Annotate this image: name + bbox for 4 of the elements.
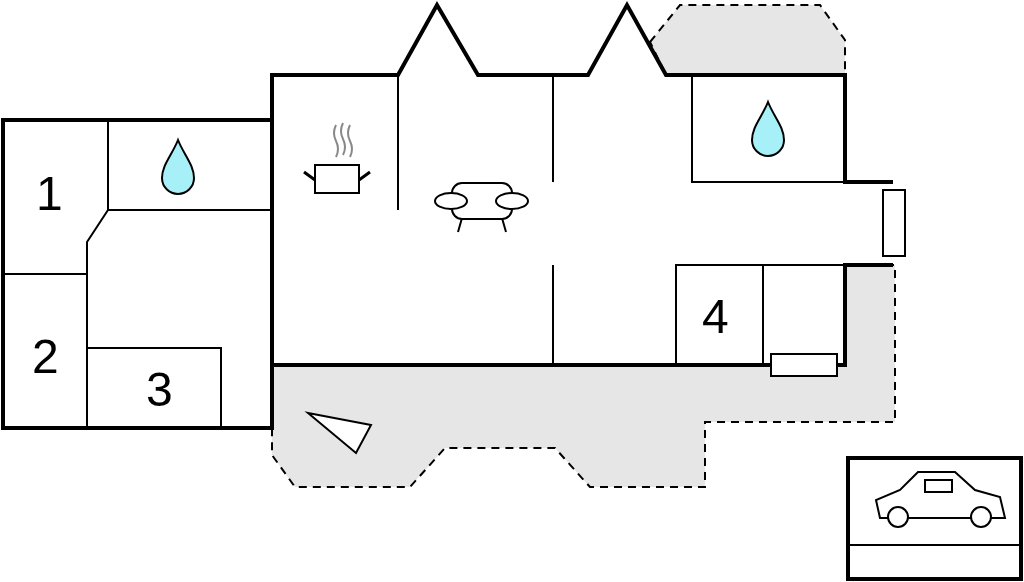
room-number: 4 (702, 293, 729, 341)
room-number: 3 (146, 366, 173, 414)
room-number: 2 (32, 333, 59, 381)
room-number: 1 (36, 170, 63, 218)
